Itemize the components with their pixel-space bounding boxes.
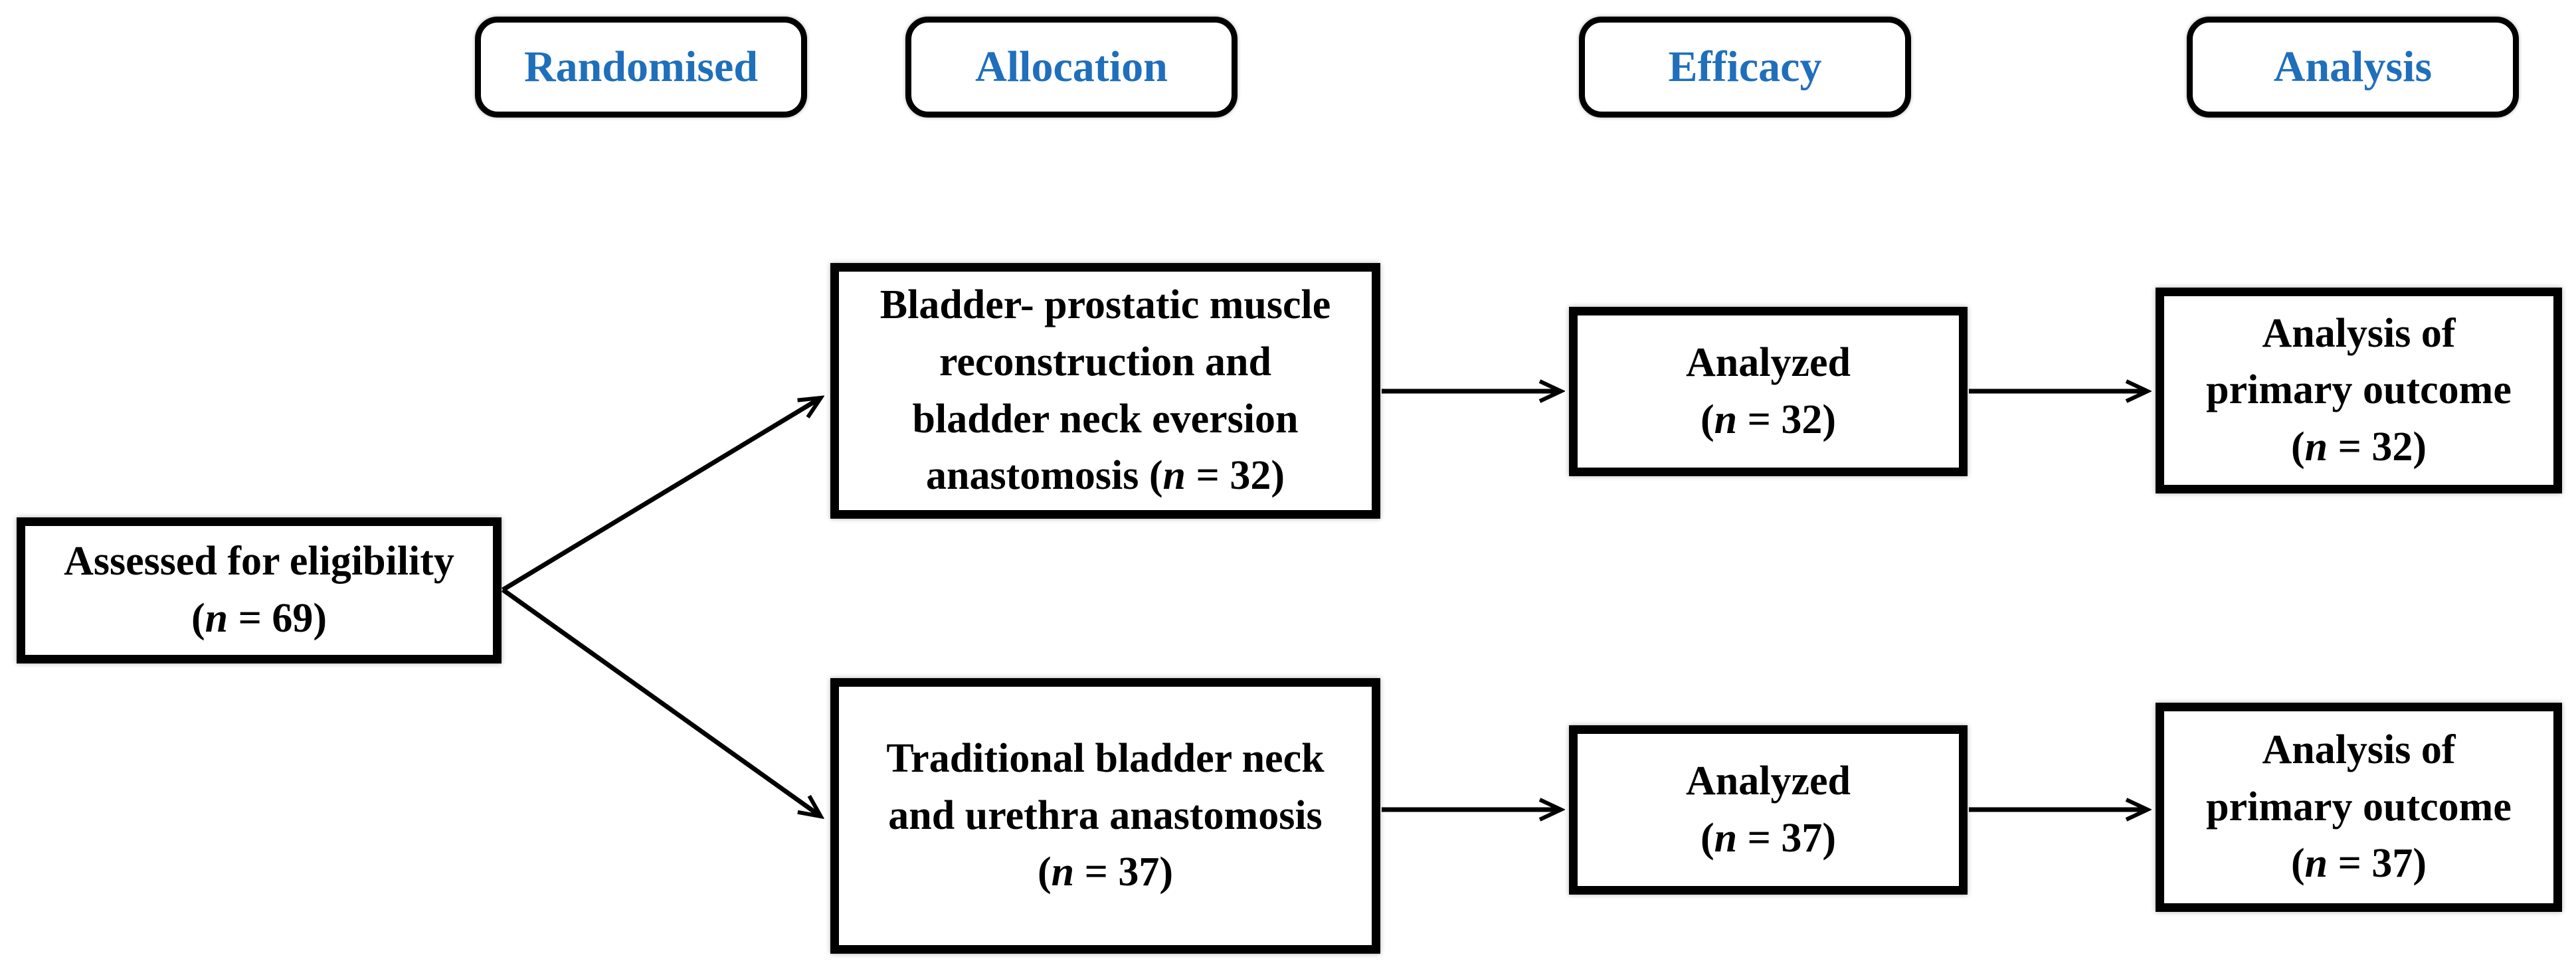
arm1-primary-outcome-box: Analysis of primary outcome (n = 32) bbox=[2156, 288, 2562, 493]
arm1-analyzed-box: Analyzed (n = 32) bbox=[1569, 307, 1968, 476]
node-text-line: Analyzed bbox=[1686, 339, 1851, 385]
node-text-line: Analysis of bbox=[2262, 310, 2456, 356]
node-text-line: Analysis of bbox=[2262, 727, 2456, 773]
arm2-analyzed-box: Analyzed (n = 37) bbox=[1569, 725, 1968, 895]
node-text-line: Analyzed bbox=[1686, 758, 1851, 804]
node-text-line: (n = 69) bbox=[191, 596, 327, 641]
stage-label-allocation: Allocation bbox=[905, 17, 1238, 118]
arm1-allocation-box: Bladder- prostatic muscle reconstruction … bbox=[830, 263, 1380, 519]
stage-label-efficacy: Efficacy bbox=[1579, 17, 1911, 118]
node-text-line: bladder neck eversion bbox=[912, 396, 1299, 442]
stage-label-text: Efficacy bbox=[1668, 43, 1822, 91]
node-text-line: (n = 37) bbox=[1037, 849, 1174, 895]
stage-label-text: Randomised bbox=[523, 43, 759, 91]
node-text-line: Assessed for eligibility bbox=[64, 539, 454, 584]
assessed-for-eligibility-box: Assessed for eligibility (n = 69) bbox=[17, 517, 502, 663]
arrow-eligibility-to-arm2 bbox=[501, 588, 820, 816]
stage-label-analysis: Analysis bbox=[2187, 17, 2519, 118]
node-text-line: anastomosis (n = 32) bbox=[926, 453, 1285, 499]
node-text-line: primary outcome bbox=[2206, 367, 2512, 413]
node-text-line: and urethra anastomosis bbox=[888, 792, 1323, 838]
node-text-line: Traditional bladder neck bbox=[886, 736, 1325, 782]
node-text-line: Bladder- prostatic muscle bbox=[879, 282, 1331, 328]
stage-label-randomised: Randomised bbox=[475, 17, 807, 118]
node-text-line: (n = 37) bbox=[1700, 815, 1837, 861]
arm2-primary-outcome-box: Analysis of primary outcome (n = 37) bbox=[2156, 703, 2562, 912]
arm2-allocation-box: Traditional bladder neck and urethra anas… bbox=[830, 678, 1380, 954]
node-text-line: primary outcome bbox=[2206, 784, 2512, 830]
node-text-line: reconstruction and bbox=[939, 339, 1272, 385]
stage-label-text: Allocation bbox=[975, 43, 1168, 91]
arrow-eligibility-to-arm1 bbox=[502, 398, 820, 592]
node-text-line: (n = 37) bbox=[2290, 841, 2427, 887]
node-text-line: (n = 32) bbox=[1700, 397, 1837, 442]
node-text-line: (n = 32) bbox=[2290, 424, 2427, 470]
stage-label-text: Analysis bbox=[2273, 43, 2433, 91]
